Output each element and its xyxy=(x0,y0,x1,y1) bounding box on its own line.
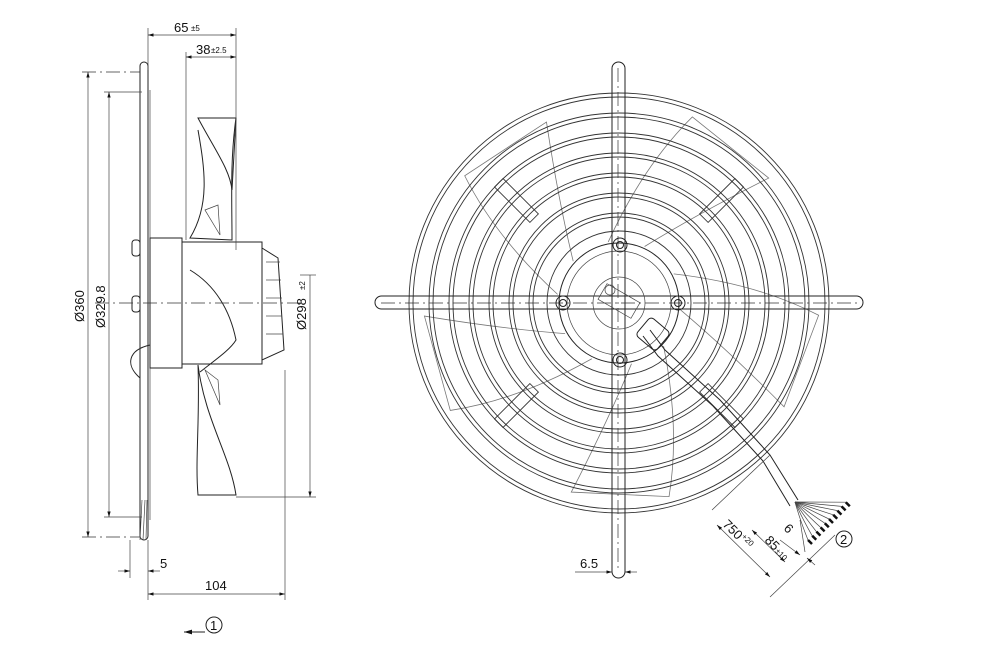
guard-strut xyxy=(493,177,540,224)
wire xyxy=(794,501,817,532)
dim-impeller-diameter: Ø298 xyxy=(294,298,309,330)
mounting-bolts xyxy=(555,237,686,368)
dim-impeller-diameter-tol: ±2 xyxy=(298,281,307,290)
dim-depth-hub: 38 xyxy=(196,42,210,57)
dim-plate-offset: 5 xyxy=(160,556,167,571)
bolt-icon xyxy=(670,295,686,311)
cable-side xyxy=(130,344,151,520)
wire xyxy=(794,501,813,536)
impeller-blade xyxy=(673,273,820,408)
dim-wire-strip: 6 xyxy=(781,521,797,537)
rotor-fins xyxy=(261,247,285,361)
dim-depth-hub-tol: ±2.5 xyxy=(211,46,227,55)
guard-plate-profile xyxy=(139,61,149,541)
guard-strut xyxy=(698,177,745,224)
dim-depth-total: 65 xyxy=(174,20,188,35)
guard-strut xyxy=(493,382,540,429)
bolt-icon xyxy=(612,237,628,253)
dim-guard-diameter: Ø360 xyxy=(72,290,87,322)
dim-bar-width: 6.5 xyxy=(580,556,598,571)
rating-label xyxy=(597,283,641,319)
blade-profile xyxy=(196,364,237,496)
guard-strut xyxy=(698,382,745,429)
vertical-support-bar xyxy=(611,61,626,579)
horizontal-support-bar xyxy=(374,295,864,310)
airflow-callout-number: 1 xyxy=(210,618,217,633)
guard-ring xyxy=(448,132,790,474)
dim-mount-diameter: Ø329.8 xyxy=(93,285,108,328)
wire xyxy=(794,501,809,541)
wire xyxy=(794,501,825,524)
cable-wires xyxy=(794,501,851,545)
blade-profile xyxy=(189,269,237,373)
side-view: 65 ±5 38 ±2.5 Ø360 Ø329.8 Ø298 ±2 5 104 xyxy=(72,20,316,635)
bolt-icon xyxy=(612,352,628,368)
dim-line-cable xyxy=(716,524,771,578)
wire xyxy=(794,501,830,520)
wire xyxy=(794,501,821,528)
dim-overall-depth: 104 xyxy=(205,578,227,593)
guard-ring xyxy=(546,230,692,376)
dim-depth-total-tol: ±5 xyxy=(191,24,200,33)
cable-callout-number: 2 xyxy=(840,532,847,547)
front-view: 6.5 750 +20 85 ±10 6 2 xyxy=(374,61,864,598)
cable-gland xyxy=(636,317,670,351)
impeller-blades xyxy=(423,116,820,498)
cable-front xyxy=(649,329,799,501)
cable-callout xyxy=(835,530,853,548)
wire xyxy=(794,501,834,516)
bolt-icon xyxy=(555,295,571,311)
airflow-callout xyxy=(205,616,223,634)
impeller-blade xyxy=(607,116,770,247)
impeller-blade xyxy=(570,345,674,498)
wire xyxy=(794,501,838,511)
